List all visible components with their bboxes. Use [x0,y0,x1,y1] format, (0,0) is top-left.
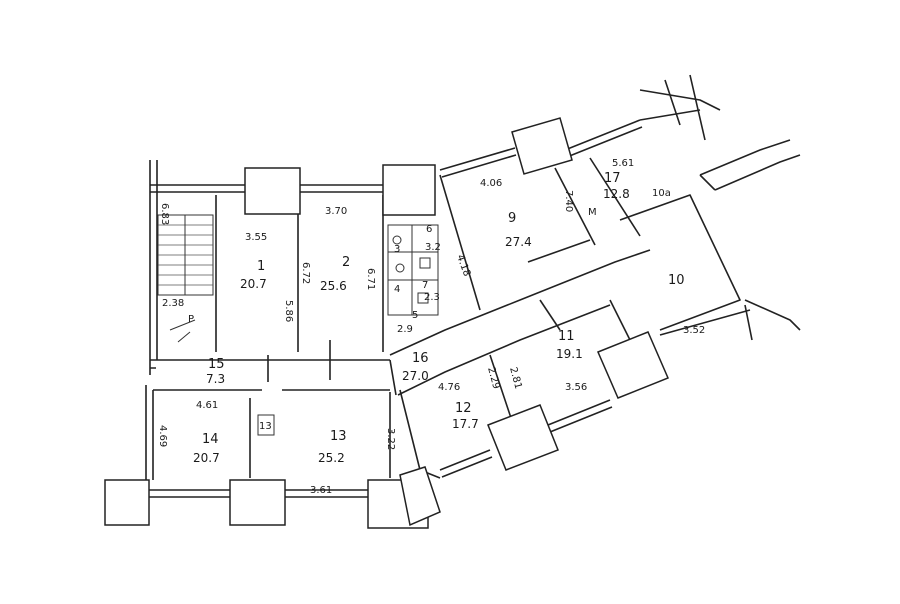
room-16-number: 16 [412,351,429,366]
window-pilasters-right [399,117,669,527]
dim-3-55: 3.55 [245,232,267,243]
room-7-number: 7 [422,280,428,291]
room-10-number: 10 [668,273,685,288]
room-13-small-mark: 13 [259,421,272,432]
room-9-number: 9 [508,211,516,226]
dim-3-56: 3.56 [565,382,587,393]
dim-3-61: 3.61 [310,485,332,496]
dim-2-81: 2.81 [507,366,523,390]
room-1-area: 20.7 [240,277,267,291]
room-11-area: 19.1 [556,347,583,361]
outer-walls-left [145,160,391,498]
dim-2-29: 2.29 [485,366,501,390]
room-13-number: 13 [330,429,347,444]
room-6-area: 3.2 [425,242,441,253]
room-2-number: 2 [342,255,350,270]
mark-3: 3 [394,244,400,255]
dim-4-18: 4.18 [454,253,472,278]
room-17-number: 17 [604,171,621,186]
tag-10a: 10а [652,188,671,199]
room-7-area: 2.3 [424,292,440,303]
staircase [157,214,214,343]
dim-4-06: 4.06 [480,178,502,189]
stair-mark: P [188,314,194,325]
room-14-number: 14 [202,432,219,447]
window-pilasters [104,164,436,529]
m-mark: M [588,207,597,218]
dim-5-86: 5.86 [283,300,294,322]
room-11-number: 11 [558,329,575,344]
dimension-labels: 3.55 3.70 5.86 6.72 6.71 4.06 4.18 5.61 … [157,158,705,496]
room-15-area: 7.3 [206,372,225,386]
corridor-walls [389,249,651,396]
room-9-area: 27.4 [505,235,532,249]
sanitary-block [387,224,439,316]
dim-5-61: 5.61 [612,158,634,169]
room-12-number: 12 [455,401,472,416]
misc-marks: P M 13 10а 3 4 5 [188,188,671,436]
dim-2-38: 2.38 [162,298,184,309]
room-15-number: 15 [208,357,225,372]
dim-6-72: 6.72 [300,262,311,284]
room-13-area: 25.2 [318,451,345,465]
dim-4-76: 4.76 [438,382,460,393]
room-12-area: 17.7 [452,417,479,431]
room-14-area: 20.7 [193,451,220,465]
dim-4-61: 4.61 [196,400,218,411]
room-17-area: 12.8 [603,187,630,201]
room-1-number: 1 [257,259,265,274]
dim-7-40: 7.40 [563,190,574,212]
dim-3-70: 3.70 [325,206,347,217]
room-2-area: 25.6 [320,279,347,293]
dim-3-52: 3.52 [683,325,705,336]
room-labels: 1 20.7 2 25.6 6 3.2 7 2.3 2.9 9 27.4 10 … [193,171,685,465]
room-8-area: 2.9 [397,324,413,335]
dim-6-83: 6.83 [159,203,170,225]
dim-3-22: 3.22 [385,428,396,450]
mark-5: 5 [412,310,418,321]
mark-4: 4 [394,284,400,295]
dim-4-69: 4.69 [157,425,168,447]
dim-6-71: 6.71 [365,268,376,290]
outer-walls-right [399,74,801,479]
room-16-area: 27.0 [402,369,429,383]
room-6-number: 6 [426,224,432,235]
